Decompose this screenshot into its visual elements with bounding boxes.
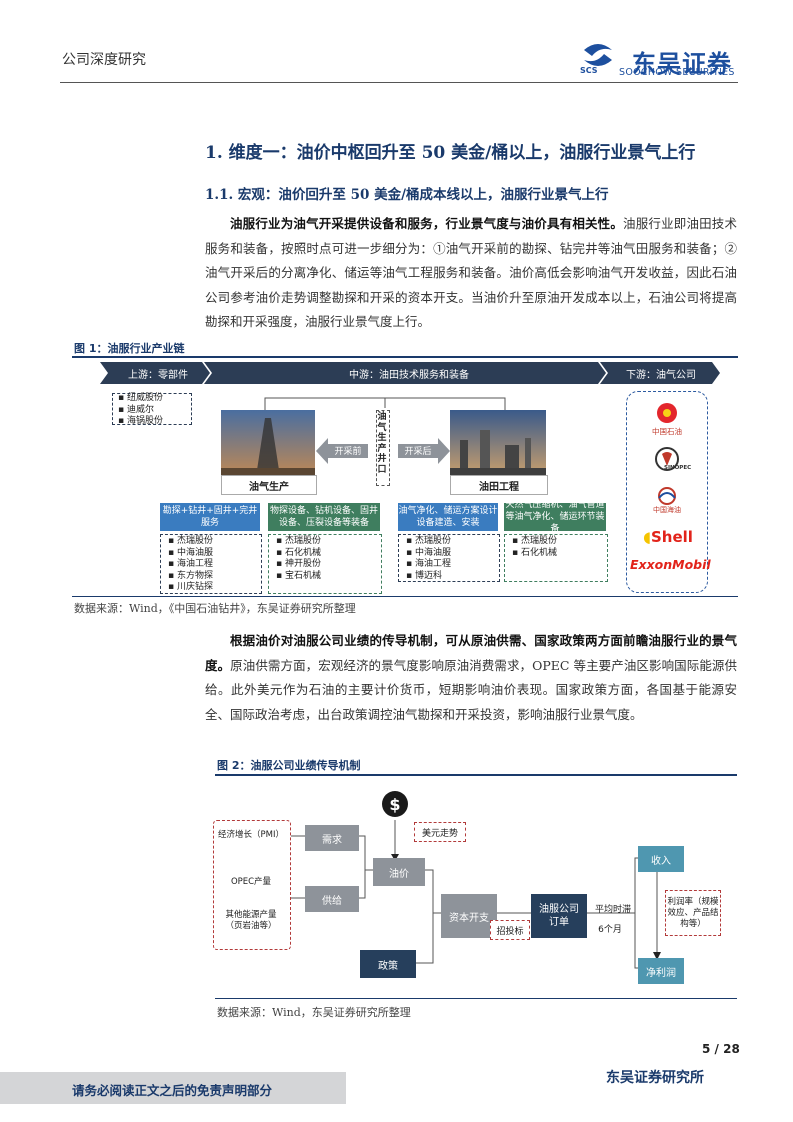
paragraph-1-body: 油服行业即油田技术服务和装备，按照时点可进一步细分为：①油气开采前的勘探、钻完井… [205, 216, 737, 329]
figure-1-rule [72, 356, 738, 358]
before-after-arrows [316, 438, 450, 464]
header-rule [60, 82, 738, 83]
demand-box: 需求 [305, 825, 359, 851]
disclaimer-bar [0, 1072, 346, 1104]
policy-box: 政策 [360, 950, 416, 978]
connector-lines [264, 397, 506, 410]
logo-mark: SCS [580, 66, 598, 75]
oilfield-engineering-image [450, 410, 546, 482]
logo-en: SOOCHOW SECURITIES [619, 67, 735, 78]
list-d-box [504, 534, 608, 582]
document-type-label: 公司深度研究 [62, 52, 146, 68]
oil-price-box: 油价 [373, 858, 425, 886]
page-number: 5 / 28 [702, 1042, 740, 1056]
after-extraction-label: 开采后 [404, 447, 432, 457]
upstream-company-list: ▪ 纽威股份 ▪ 迪威尔 ▪ 海锅股份 [118, 393, 163, 426]
box-drilling-equipment: 物探设备、钻机设备、固井设备、压裂设备等装备 [268, 503, 380, 531]
paragraph-2-body: 原油供需方面，宏观经济的景气度影响原油消费需求，OPEC 等主要产油区影响国际能… [205, 657, 737, 722]
paragraph-2: 根据油价对油服公司业绩的传导机制，可从原油供需、国家政策两方面前瞻油服行业的景气… [205, 629, 737, 727]
downstream-company-box [626, 391, 708, 593]
supply-box: 供给 [305, 886, 359, 912]
figure-1-caption: 图 1：油服行业产业链 [74, 342, 185, 355]
figure-2-rule [215, 774, 737, 776]
lag-label: 平均时滞 [594, 905, 631, 915]
soochow-logo-icon [584, 44, 612, 66]
revenue-box: 收入 [638, 846, 684, 872]
figure-2-caption: 图 2：油服公司业绩传导机制 [217, 759, 361, 772]
oil-gas-production-label: 油气生产 [221, 475, 317, 495]
lag-months-label: 6个月 [598, 925, 622, 935]
list-a-box [160, 534, 262, 594]
orders-box: 油服公司订单 [531, 894, 587, 938]
list-c: ▪ 杰瑞股份▪ 中海油服 ▪ 海油工程▪ 博迈科 [406, 536, 451, 581]
list-d: ▪ 杰瑞股份▪ 石化机械 [512, 536, 557, 558]
institute-name: 东吴证券研究所 [606, 1070, 704, 1086]
upstream-company-box [112, 393, 192, 425]
paragraph-1-lead: 油服行业为油气开采提供设备和服务，行业景气度与油价具有相关性。 [230, 216, 624, 231]
exxonmobil-logo-text: ExxonMobil [630, 557, 711, 572]
disclaimer-text: 请务必阅读正文之后的免责声明部分 [72, 1083, 273, 1098]
figure-2-source: 数据来源：Wind，东吴证券研究所整理 [217, 1006, 411, 1019]
list-b: ▪ 杰瑞股份▪ 石化机械 ▪ 神开股份▪ 宝石机械 [276, 536, 321, 581]
oil-rig-image [221, 410, 315, 482]
paragraph-2-lead: 根据油价对油服公司业绩的传导机制，可从原油供需、国家政策两方面前瞻油服行业的景气… [205, 633, 737, 673]
upstream-label: 上游：零部件 [128, 370, 188, 381]
petrochina-logo-icon [657, 403, 677, 423]
list-a: ▪ 杰瑞股份▪ 中海油服 ▪ 海油工程▪ 东方物探 ▪ 川庆钻探 [168, 536, 213, 592]
figure-2-connectors [291, 820, 661, 969]
value-chain-arrows [100, 362, 720, 384]
factor-economic-growth: 经济增长（PMI） [218, 830, 284, 840]
sinopec-logo-icon [655, 447, 679, 471]
box-engineering-services: 油气净化、储运方案设计设备建造、安装 [398, 503, 498, 531]
figure-1-bottom-rule [72, 596, 738, 597]
logo-cn: 东吴证券 [632, 50, 732, 78]
dollar-icon: $ [382, 791, 408, 817]
oilfield-engineering-label: 油田工程 [450, 475, 548, 495]
sinopec-logo-text: SINOPEC [664, 465, 692, 471]
bidding-box: 招投标 [490, 920, 530, 940]
downstream-label: 下游：油气公司 [626, 370, 696, 381]
cnooc-logo-icon [658, 487, 676, 505]
section-heading-1: 1. 维度一：油价中枢回升至 50 美金/桶以上，油服行业景气上行 [205, 143, 696, 163]
box-engineering-equipment: 天然气压缩机、油气管道等油气净化、储运环节装备 [504, 500, 606, 534]
svg-text:$: $ [389, 795, 400, 814]
before-extraction-label: 开采前 [334, 447, 362, 457]
paragraph-1: 油服行业为油气开采提供设备和服务，行业景气度与油价具有相关性。油服行业即油田技术… [205, 212, 737, 335]
shell-logo-text: ◖Shell [643, 528, 693, 546]
box-drilling-services: 勘探+钻井+固井+完井服务 [160, 503, 260, 531]
petrochina-logo-text: 中国石油 [652, 427, 682, 436]
figure-1-source: 数据来源：Wind，《中国石油钻井》，东吴证券研究所整理 [74, 602, 356, 615]
left-factors-box [213, 820, 291, 950]
capex-box: 资本开支 [441, 894, 497, 938]
cnooc-logo-text: 中国海油 [653, 506, 681, 514]
list-b-box [268, 534, 382, 594]
margin-box: 利润率（规模效应、产品结构等） [665, 890, 721, 936]
midstream-label: 中游：油田技术服务和装备 [349, 370, 469, 381]
list-c-box [398, 534, 500, 582]
usd-trend-box: 美元走势 [414, 822, 466, 842]
section-heading-1-1: 1.1. 宏观：油价回升至 50 美金/桶成本线以上，油服行业景气上行 [205, 187, 609, 203]
shell-shell-icon: ◖ [643, 528, 651, 546]
wellhead-box [376, 410, 390, 486]
net-profit-box: 净利润 [638, 958, 684, 984]
wellhead-label: 油气生产井口 [377, 412, 387, 475]
figure-2-bottom-rule [215, 998, 737, 999]
factor-opec: OPEC产量 [230, 877, 272, 887]
factor-other-energy: 其他能源产量（页岩油等） [225, 910, 277, 931]
